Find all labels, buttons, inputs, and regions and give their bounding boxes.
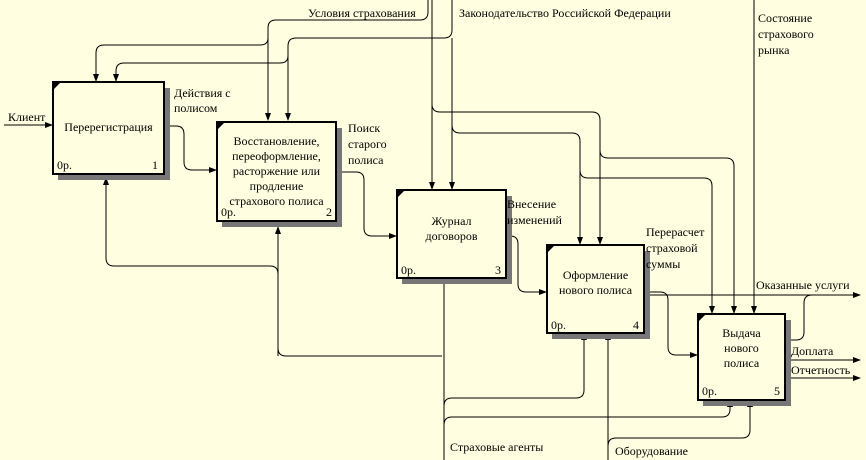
activity-box-4[interactable]: Оформление нового полиса 0р. 4 bbox=[546, 244, 650, 339]
arrow-agents-to-b4[interactable] bbox=[443, 332, 587, 407]
box-2-line-3: расторжение или bbox=[233, 164, 321, 178]
box-3-line-1: Журнал bbox=[431, 214, 471, 228]
box-4-line-2: нового полиса bbox=[559, 283, 633, 297]
arrow-legislation-to-b5c[interactable] bbox=[579, 169, 715, 314]
label-services: Оказанные услуги bbox=[756, 278, 850, 292]
box-1-number: 1 bbox=[152, 158, 158, 172]
arrow-legislation-to-b5[interactable] bbox=[451, 124, 583, 245]
box-3-cost: 0р. bbox=[401, 263, 416, 277]
arrow-services-b5[interactable] bbox=[785, 294, 813, 341]
box-5-cost: 0р. bbox=[702, 384, 717, 398]
arrow-legislation-to-b1[interactable] bbox=[113, 55, 289, 82]
label-policy-actions-1: Действия с bbox=[174, 86, 231, 100]
arrow-insurance-terms-to-b1[interactable] bbox=[93, 37, 269, 82]
label-legislation: Законодательство Российской Федерации bbox=[459, 6, 671, 20]
box-4-line-1: Оформление bbox=[563, 268, 628, 282]
arrows bbox=[4, 0, 861, 460]
box-5-line-2: нового bbox=[724, 341, 759, 355]
arrow-legislation-to-b5b[interactable] bbox=[599, 149, 737, 314]
activity-box-3[interactable]: Журнал договоров 0р. 3 bbox=[396, 189, 512, 284]
label-old-policy-3: полиса bbox=[348, 153, 384, 167]
arrow-old-policy-search[interactable] bbox=[336, 171, 397, 239]
activity-box-1[interactable]: Перерегистрация 0р. 1 bbox=[52, 81, 170, 180]
arrow-agents-to-b5[interactable] bbox=[443, 399, 733, 426]
activity-box-2[interactable]: Восстановление, переоформление, расторже… bbox=[216, 121, 342, 227]
label-policy-actions-2: полисом bbox=[174, 101, 218, 115]
label-recalc-3: суммы bbox=[646, 257, 680, 271]
box-3-line-2: договоров bbox=[426, 229, 478, 243]
box-5-line-1: Выдача bbox=[722, 326, 761, 340]
label-market-state-2: страхового bbox=[758, 27, 814, 41]
label-old-policy-2: старого bbox=[348, 137, 387, 151]
activity-box-5[interactable]: Выдача нового полиса 0р. 5 bbox=[697, 313, 791, 406]
arrow-legislation-to-b4[interactable] bbox=[431, 103, 603, 245]
box-2-cost: 0р. bbox=[221, 205, 236, 219]
label-recalc-1: Перерасчет bbox=[646, 225, 705, 239]
box-2-line-4: продление bbox=[250, 179, 304, 193]
label-equipment: Оборудование bbox=[615, 444, 688, 458]
box-2-line-1: Восстановление, bbox=[233, 134, 319, 148]
box-2-number: 2 bbox=[326, 205, 332, 219]
label-changes-1: Внесение bbox=[507, 197, 556, 211]
box-2-line-2: переоформление, bbox=[232, 149, 321, 163]
label-market-state-1: Состояние bbox=[758, 11, 812, 25]
label-old-policy-1: Поиск bbox=[348, 121, 380, 135]
box-5-number: 5 bbox=[774, 384, 780, 398]
box-2-line-5: страхового полиса bbox=[229, 194, 324, 208]
box-4-number: 4 bbox=[633, 318, 639, 332]
label-insurance-terms: Условия страхования bbox=[308, 6, 416, 20]
label-market-state-3: рынка bbox=[758, 43, 790, 57]
arrow-feedback-to-b2[interactable] bbox=[275, 226, 442, 357]
box-1-title: Перерегистрация bbox=[64, 120, 153, 134]
arrow-legislation[interactable] bbox=[285, 0, 453, 121]
label-client: Клиент bbox=[8, 110, 46, 124]
arrow-labels: Клиент Условия страхования Законодательс… bbox=[8, 6, 851, 458]
box-3-number: 3 bbox=[495, 263, 501, 277]
arrow-insurance-terms[interactable] bbox=[267, 0, 429, 116]
box-5-line-3: полиса bbox=[724, 356, 760, 370]
box-4-cost: 0р. bbox=[551, 318, 566, 332]
label-changes-2: изменений bbox=[507, 213, 563, 227]
label-surcharge: Доплата bbox=[791, 344, 834, 358]
arrow-equipment-to-b5[interactable] bbox=[607, 399, 753, 447]
box-1-cost: 0р. bbox=[57, 158, 72, 172]
arrow-changes[interactable] bbox=[506, 235, 547, 295]
arrow-recalc[interactable] bbox=[644, 291, 698, 358]
label-agents: Страховые агенты bbox=[450, 440, 543, 454]
label-recalc-2: страховой bbox=[646, 241, 698, 255]
label-reporting: Отчетность bbox=[791, 363, 851, 377]
arrow-policy-actions[interactable] bbox=[164, 125, 217, 173]
